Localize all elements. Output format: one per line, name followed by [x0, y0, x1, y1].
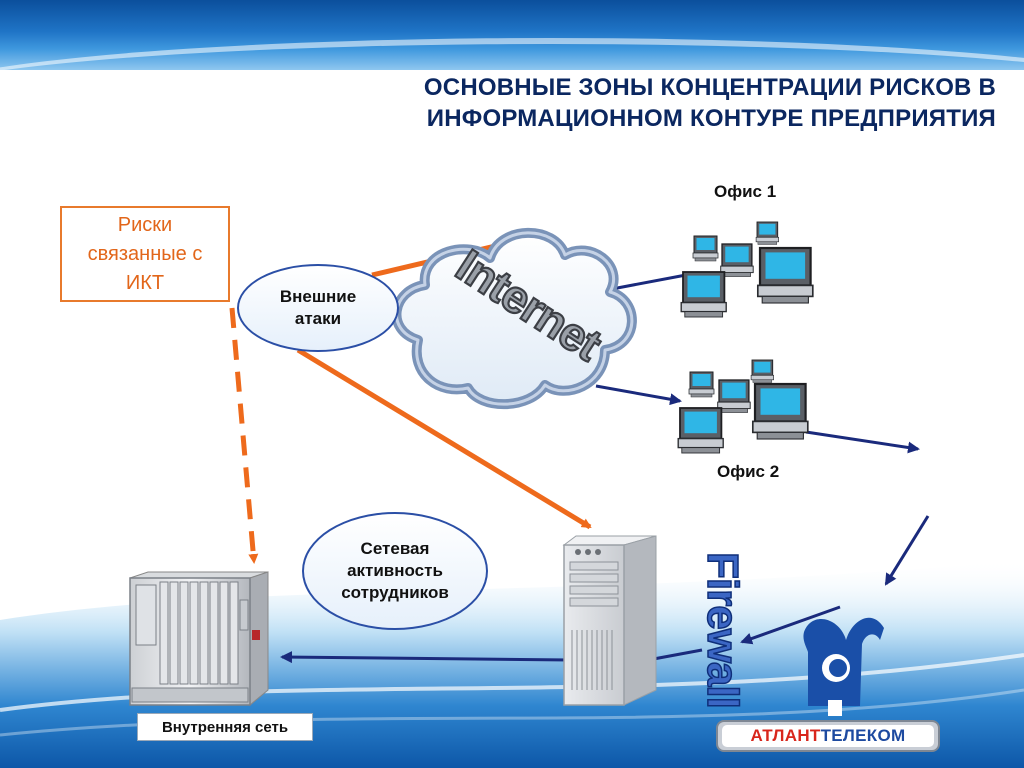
atlanttelecom-logo: АТЛАНТТЕЛЕКОМ — [716, 720, 940, 752]
arrow-internet-to-office2 — [595, 384, 682, 406]
employee-network-activity-node: Сетевая активность сотрудников — [302, 512, 488, 630]
external-attacks-line-2: атаки — [294, 309, 342, 328]
arrow-attacks-to-server — [296, 347, 592, 530]
external-attacks-node: Внешние атаки — [237, 264, 399, 352]
ict-risks-line-2: связанные с — [87, 243, 203, 265]
header-band — [0, 0, 1024, 70]
arrow-risks-to-internal — [229, 307, 259, 564]
network-activity-line-1: Сетевая — [360, 539, 430, 558]
logo-part-1: АТЛАНТ — [750, 726, 821, 745]
network-activity-line-2: активность — [347, 561, 443, 580]
office-1-label: Офис 1 — [714, 182, 777, 201]
internal-network-label: Внутренняя сеть — [137, 713, 313, 741]
arrow-office2-out — [805, 430, 920, 454]
ict-risks-box: Риски связанные с ИКТ — [60, 206, 230, 302]
title-line-1: ОСНОВНЫЕ ЗОНЫ КОНЦЕНТРАЦИИ РИСКОВ В — [423, 74, 996, 101]
office-2-label: Офис 2 — [717, 462, 780, 481]
arrow-to-firewall — [740, 605, 841, 645]
external-attacks-line-1: Внешние — [279, 287, 357, 306]
title-line-2: ИНФОРМАЦИОННОМ КОНТУРЕ ПРЕДПРИЯТИЯ — [426, 105, 996, 132]
firewall-label: Firewall — [698, 552, 747, 708]
arrow-down-to-firewall — [884, 515, 930, 586]
network-activity-line-3: сотрудников — [341, 583, 449, 602]
ict-risks-line-1: Риски — [117, 214, 173, 236]
page-title: ОСНОВНЫЕ ЗОНЫ КОНЦЕНТРАЦИИ РИСКОВ В ИНФО… — [236, 72, 996, 134]
arrow-server-to-internal — [280, 651, 571, 664]
ict-risks-line-3: ИКТ — [125, 272, 165, 294]
logo-part-2: ТЕЛЕКОМ — [820, 726, 906, 745]
firewall-emblem — [803, 617, 884, 716]
